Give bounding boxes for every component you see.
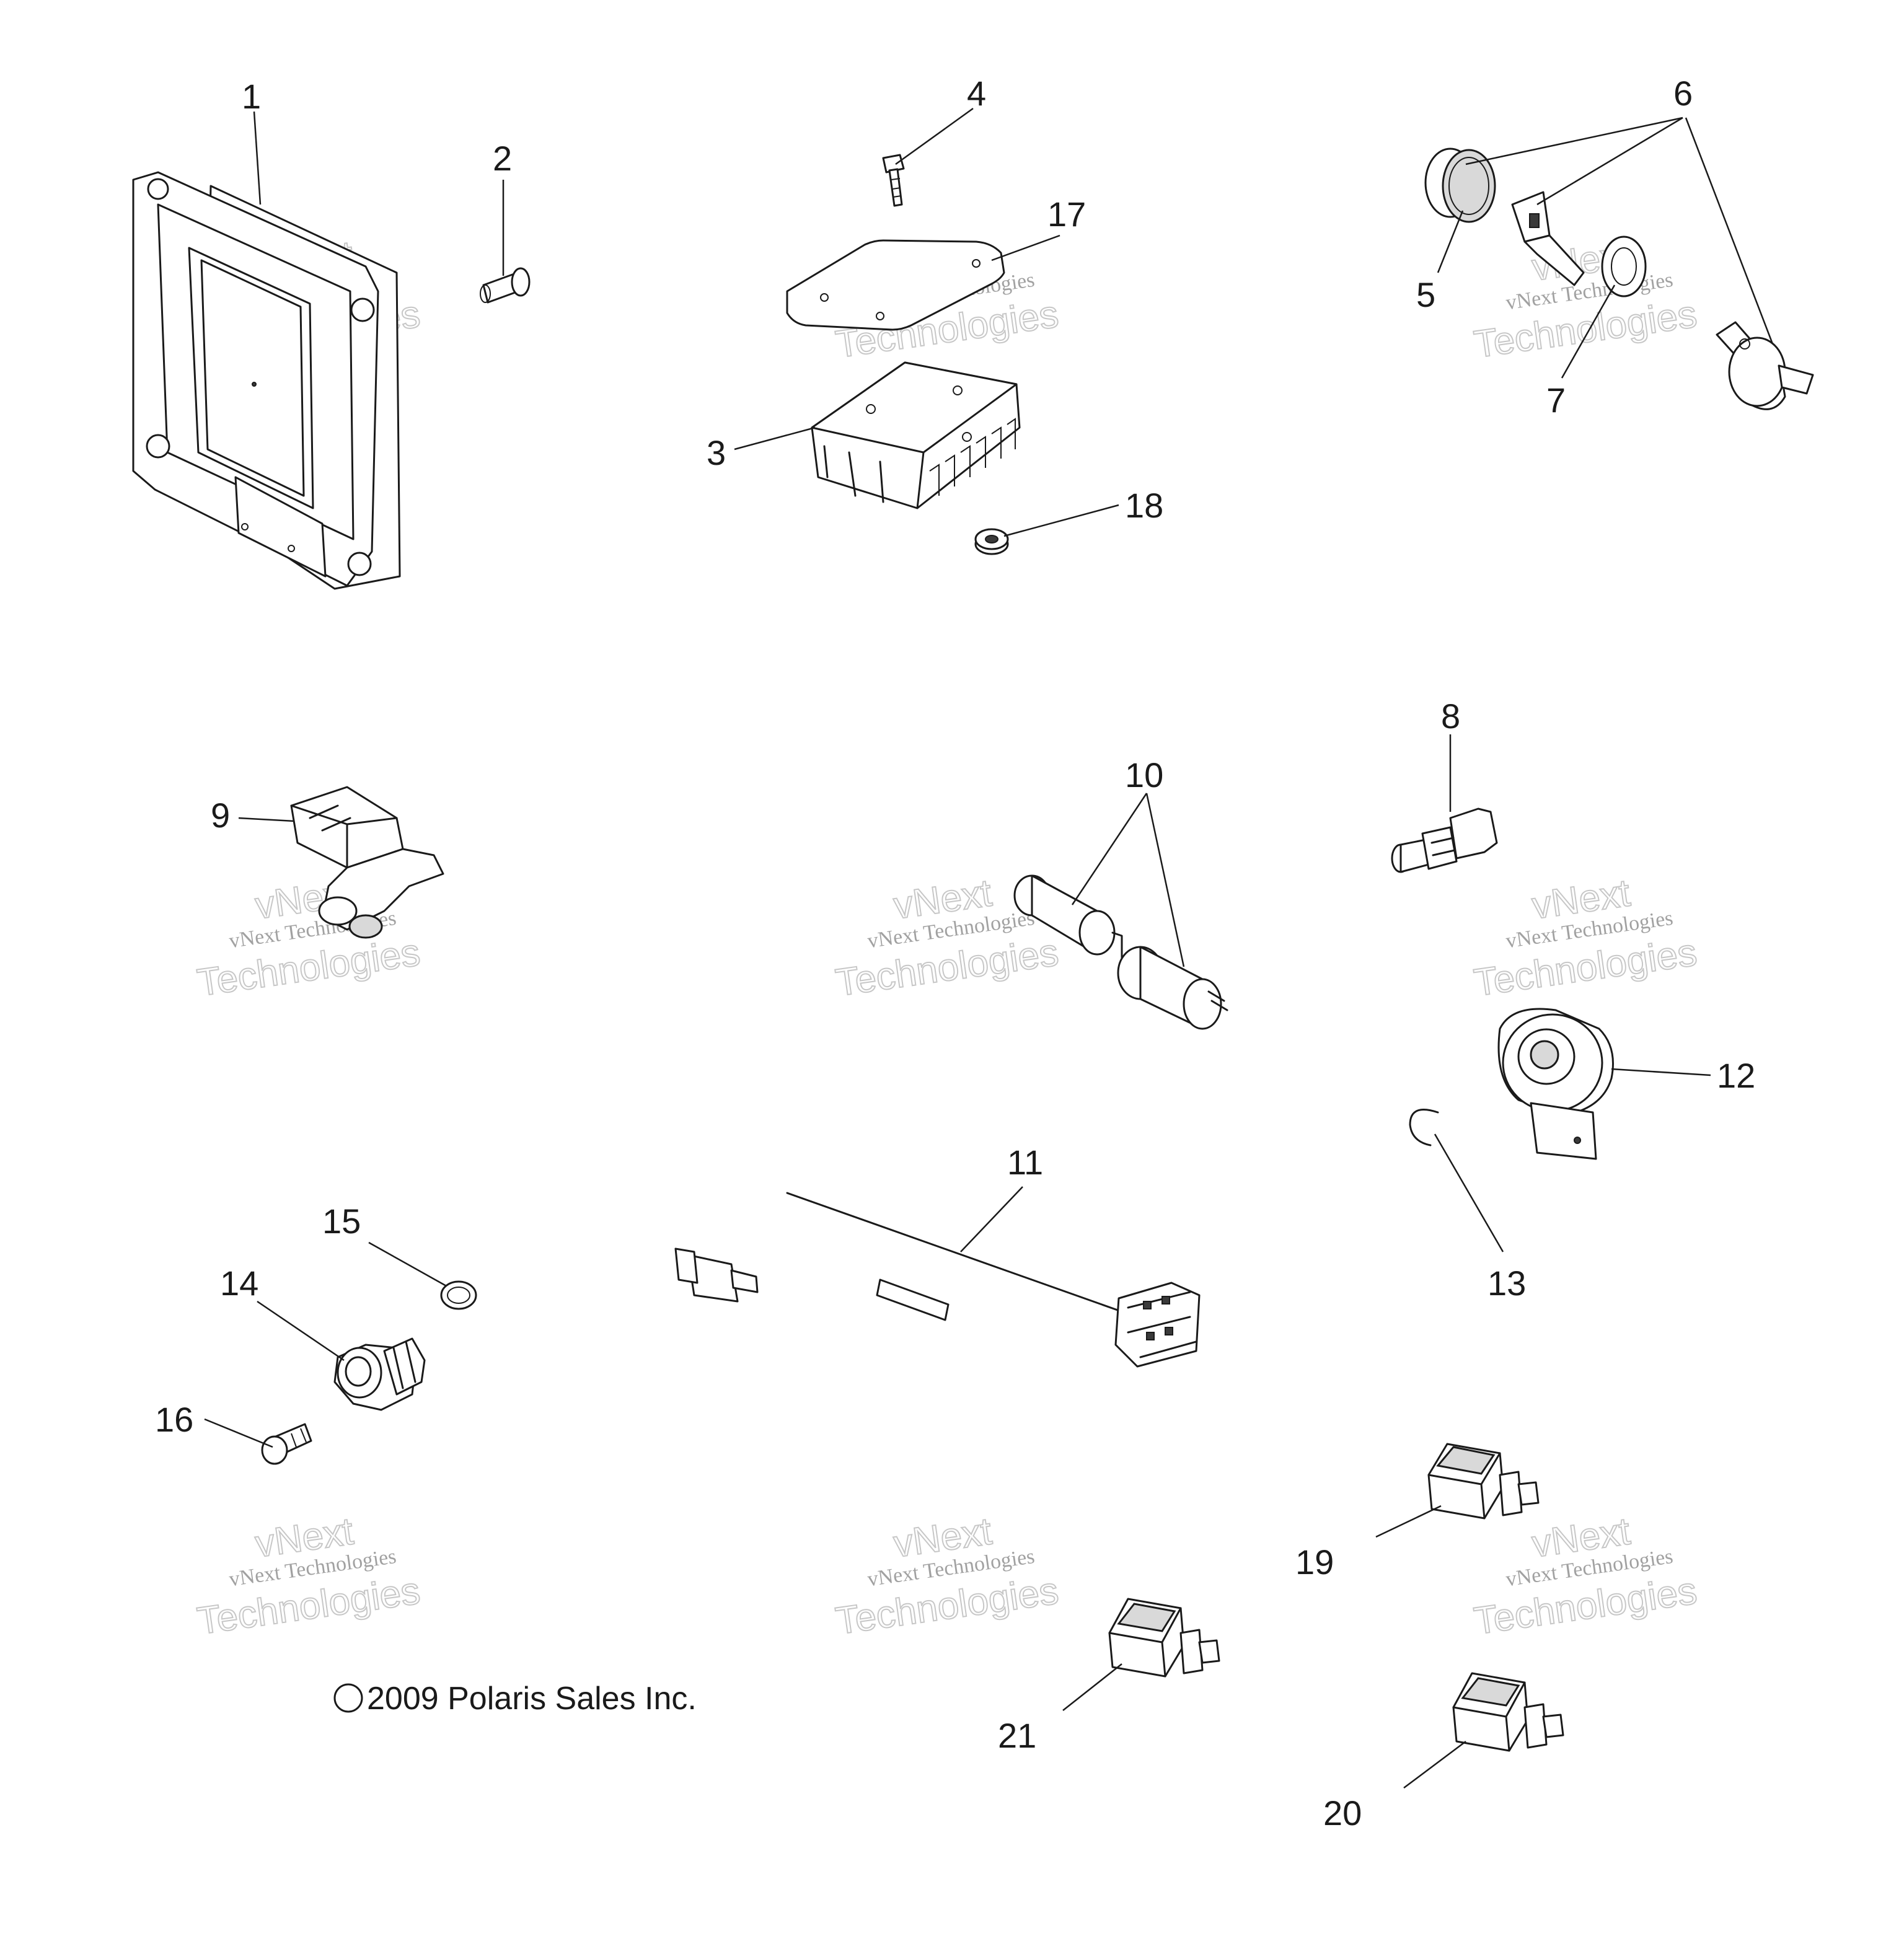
part-15-o-ring	[440, 1280, 477, 1310]
copyright-circle-icon	[333, 1683, 363, 1713]
callout-21: 21	[998, 1716, 1036, 1755]
part-2-screw	[480, 267, 531, 304]
part-20-switch	[1452, 1672, 1564, 1752]
callout-7: 7	[1546, 381, 1566, 420]
part-8-temp-sensor	[1391, 807, 1498, 873]
callout-16: 16	[155, 1400, 193, 1439]
copyright-text: 2009 Polaris Sales Inc.	[367, 1681, 697, 1717]
part-13-clip	[1409, 1109, 1439, 1146]
part-9-map-sensor	[290, 786, 444, 939]
part-6-key	[1511, 191, 1585, 286]
part-19-switch	[1427, 1443, 1540, 1520]
callout-2: 2	[493, 139, 512, 178]
part-11-harness	[674, 1181, 1201, 1368]
leader-lines	[204, 107, 1774, 1789]
watermark-6: vNext vNext Technologies Technologies	[1471, 871, 1700, 1005]
callout-3: 3	[707, 433, 726, 472]
callout-1: 1	[242, 77, 261, 116]
callout-10: 10	[1125, 755, 1163, 794]
part-7-washer	[1601, 235, 1647, 297]
part-10-bulb-socket-b	[1117, 946, 1228, 1030]
part-16-bolt	[261, 1423, 312, 1465]
callout-19: 19	[1295, 1542, 1334, 1582]
callout-4: 4	[967, 74, 986, 113]
callout-6: 6	[1673, 74, 1693, 113]
callout-5: 5	[1416, 275, 1435, 314]
part-18-grommet	[974, 528, 1009, 555]
part-1-ecu	[132, 171, 401, 590]
callout-14: 14	[220, 1264, 258, 1303]
callout-15: 15	[322, 1202, 361, 1241]
callout-labels: 1 2 3 4 5 6 7 8 9 10 11 12 13 14 15 16 1…	[155, 74, 1755, 1833]
callout-18: 18	[1125, 486, 1163, 525]
callout-9: 9	[211, 796, 230, 835]
part-17-cover-plate	[786, 239, 1005, 331]
callout-8: 8	[1441, 697, 1460, 736]
watermark-7: vNext vNext Technologies Technologies	[194, 1509, 423, 1643]
part-10-bulb-socket-a	[1013, 874, 1123, 959]
watermark-8: vNext vNext Technologies Technologies	[832, 1509, 1062, 1643]
part-6-ignition-switch	[1716, 321, 1814, 410]
part-5-cap	[1424, 147, 1496, 223]
callout-11: 11	[1007, 1143, 1043, 1182]
part-3-regulator	[811, 361, 1021, 509]
callout-12: 12	[1717, 1056, 1755, 1095]
part-12-knock-sensor	[1497, 1008, 1614, 1160]
callout-13: 13	[1488, 1264, 1526, 1303]
part-21-switch	[1108, 1598, 1220, 1678]
callout-17: 17	[1047, 195, 1086, 234]
watermark-9: vNext vNext Technologies Technologies	[1471, 1509, 1700, 1643]
part-14-speed-sensor	[333, 1337, 426, 1411]
callout-20: 20	[1323, 1793, 1362, 1833]
part-4-bolt	[882, 154, 905, 207]
copyright-notice: © 2009 Polaris Sales Inc.	[333, 1681, 697, 1717]
